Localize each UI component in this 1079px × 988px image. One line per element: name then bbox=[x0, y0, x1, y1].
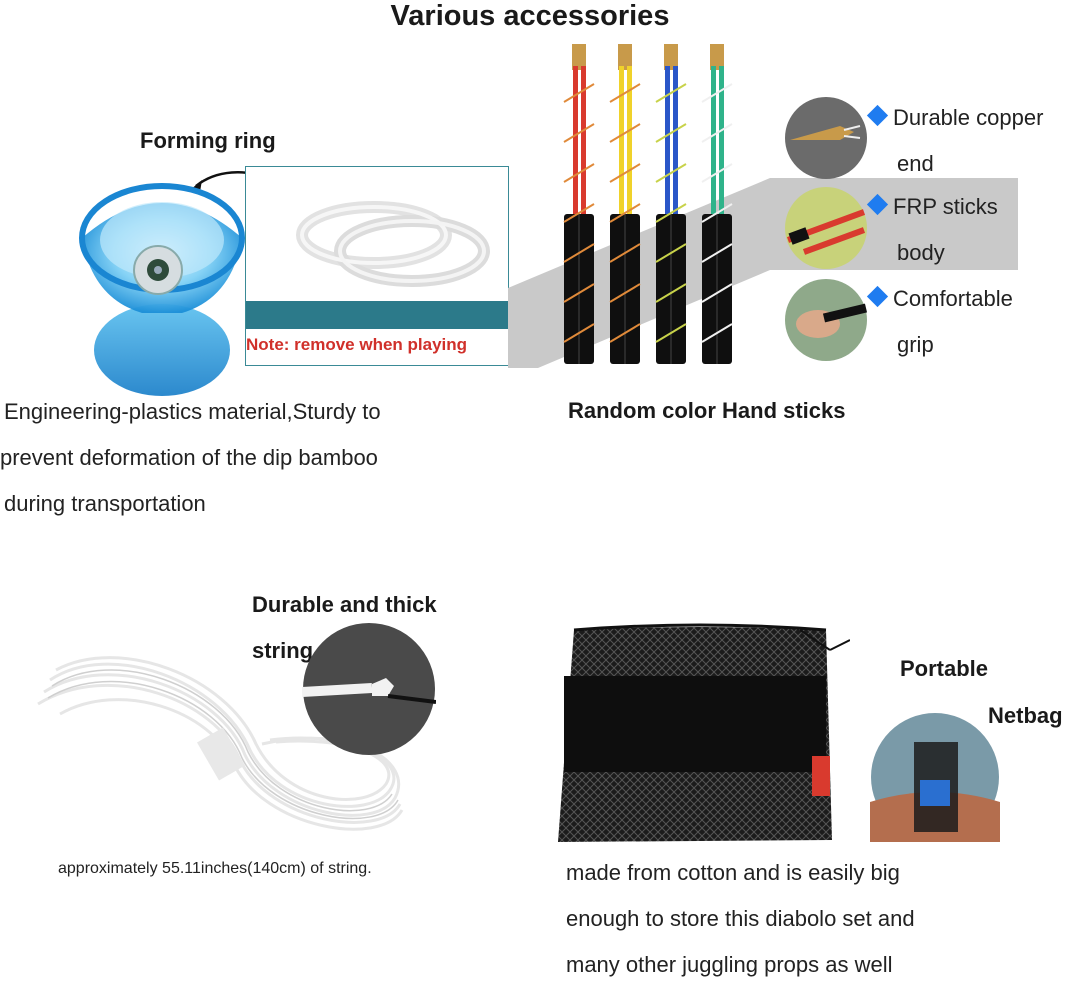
hand-stick bbox=[563, 44, 595, 364]
frp-body-photo bbox=[785, 187, 867, 269]
netbag-label-line-2: Netbag bbox=[988, 703, 1063, 728]
hand-sticks-label: Random color Hand sticks bbox=[568, 398, 846, 423]
teal-bar bbox=[246, 301, 508, 329]
forming-ring-image bbox=[296, 201, 490, 287]
netbag-desc-line: many other juggling props as well bbox=[566, 952, 893, 977]
feature-line: Comfortable bbox=[893, 286, 1013, 311]
feature-line: end bbox=[897, 151, 934, 176]
string-label-line: Durable and thick bbox=[252, 592, 437, 617]
grip-photo bbox=[785, 279, 868, 361]
hand-stick bbox=[701, 44, 733, 364]
netbag-in-use-photo bbox=[870, 713, 1000, 842]
string-detail-photo bbox=[302, 623, 436, 755]
forming-ring-desc-line: Engineering-plastics material,Sturdy to bbox=[4, 399, 381, 424]
remove-note: Note: remove when playing bbox=[246, 335, 468, 354]
forming-ring-label: Forming ring bbox=[140, 128, 276, 153]
page-title: Various accessories bbox=[390, 0, 670, 32]
hand-stick bbox=[655, 44, 687, 364]
string-label: Durable and thick string bbox=[252, 582, 437, 674]
netbag-desc-line: made from cotton and is easily big bbox=[566, 860, 900, 885]
feature-line: Durable copper bbox=[893, 105, 1044, 130]
feature-copper-end: Durable copper end bbox=[866, 95, 1044, 187]
forming-ring-desc-line: prevent deformation of the dip bamboo bbox=[0, 445, 378, 470]
feature-line: FRP sticks bbox=[893, 194, 998, 219]
feature-grip: Comfortable grip bbox=[866, 276, 1013, 368]
netbag-description: made from cotton and is easily big enoug… bbox=[566, 850, 1066, 988]
feature-line: grip bbox=[897, 332, 934, 357]
hand-sticks-image bbox=[563, 44, 733, 364]
diamond-bullet-icon bbox=[866, 285, 889, 308]
forming-ring-description: Engineering-plastics material,Sturdy to … bbox=[0, 389, 504, 527]
string-label-line: string bbox=[252, 638, 314, 663]
copper-end-photo bbox=[785, 97, 867, 179]
string-caption: approximately 55.11inches(140cm) of stri… bbox=[58, 860, 372, 877]
forming-ring-desc-line: during transportation bbox=[4, 491, 206, 516]
diamond-bullet-icon bbox=[866, 193, 889, 216]
netbag-desc-line: enough to store this diabolo set and bbox=[566, 906, 915, 931]
feature-frp-body: FRP sticks body bbox=[866, 184, 998, 276]
forming-ring-photo-frame: Note: remove when playing bbox=[245, 166, 509, 366]
netbag-image bbox=[558, 623, 850, 842]
diabolo-image bbox=[79, 183, 245, 396]
feature-line: body bbox=[897, 240, 945, 265]
diamond-bullet-icon bbox=[866, 104, 889, 127]
netbag-label-line-1: Portable bbox=[900, 656, 989, 681]
hand-stick bbox=[609, 44, 641, 364]
